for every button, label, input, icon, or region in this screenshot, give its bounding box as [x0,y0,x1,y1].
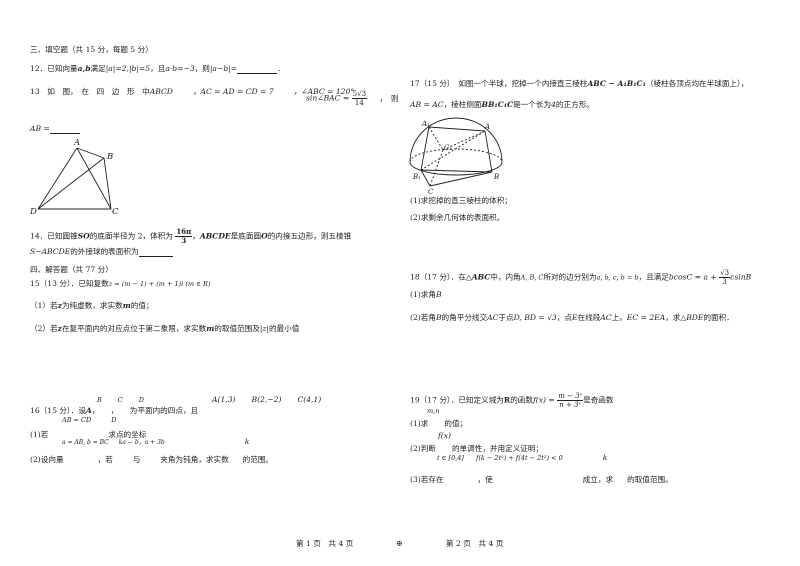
vertex-label-a: A [74,138,81,148]
answer-blank-12 [237,73,278,74]
vertex-label-b: B [107,152,114,162]
question-16: 16（15 分）．设A， ， 为平面内的四点，且 [30,406,199,415]
vertex-label-d: D [30,207,37,217]
vertex-label-c: C [112,207,119,217]
section-3-heading: 三、填空题（共 15 分，每题 5 分） [30,45,153,54]
question-19-mn-label: m,n [427,407,440,415]
footer-page-1: 第 1 页 共 4 页 [296,539,354,548]
question-17: 17（15 分） 如图一个半球，挖掉一个内接直三棱柱ABC − A₁B₁C₁（棱… [410,79,749,88]
question-17-line2: AB = AC，棱柱侧面BB₁C₁C是一个长为4的正方形。 [410,100,594,109]
question-18-part1: (1)求角B [410,290,442,299]
question-16-part1: (1)若求点的坐标 [30,430,147,439]
vertex-label-b: B [494,173,500,181]
question-14-line2: S−ABCDE的外接球的表面积为 [30,247,173,257]
vertex-label-b1: B₁ [413,173,421,181]
question-18-part2: (2)若角B的角平分线交AC于点D, BD = √3，点E在线段AC上，EC =… [410,313,734,322]
question-19-part3: (3)若存在，使成立，求的取值范围。 [410,475,673,484]
question-18: 18（17 分）．在△ABC中，内角A, B, C所对的边分别为a, b, c,… [410,269,752,286]
question-16-points: A(1,3)B(2,−2)C(4,1) [212,395,322,404]
question-19-part1: (1)求的值； [410,419,468,428]
vertex-label-a: A [485,123,491,131]
question-13: 13 如 图， 在 四 边 形 中ABCD，AC = AD = CD = 7，∠… [30,87,355,96]
question-19-part2: (2)判断的单调性，并用定义证明； [410,444,544,453]
footer-binding-symbol: ⊕ [396,539,403,548]
question-15-part1: （1）若z为纯虚数，求实数m的值； [30,301,154,310]
question-15: 15（13 分）．已知复数z = (m − 1) + (m + 1)i (m ∈… [30,279,211,288]
answer-blank-13 [49,133,80,134]
question-15-part2: （2）若z在复平面内的对应点位于第二象限，求实数m的取值范围及|z|的最小值 [30,324,300,333]
footer-page-2: 第 2 页 共 4 页 [446,539,504,548]
question-17-part1: (1)求挖掉的直三棱柱的体积； [410,196,512,205]
question-12: 12．已知向量a,b满足|a|=2,|b|=5，且a·b=−3，则|a−b|=． [30,64,285,74]
question-13-answer: AB = [30,124,80,134]
vertex-label-a1: A₁ [422,120,430,128]
vertex-label-c1: C₁ [444,144,453,152]
answer-blank-14 [138,256,173,257]
question-17-part2: (2)求剩余几何体的表面积。 [410,213,505,222]
section-4-heading: 四、解答题（共 77 分） [30,265,113,274]
question-16-part2: (2)设向量，若与夹角为钝角，求实数的范围。 [30,455,274,464]
vertex-label-c: C [428,188,434,196]
question-19-fx: f(x) [438,431,452,440]
